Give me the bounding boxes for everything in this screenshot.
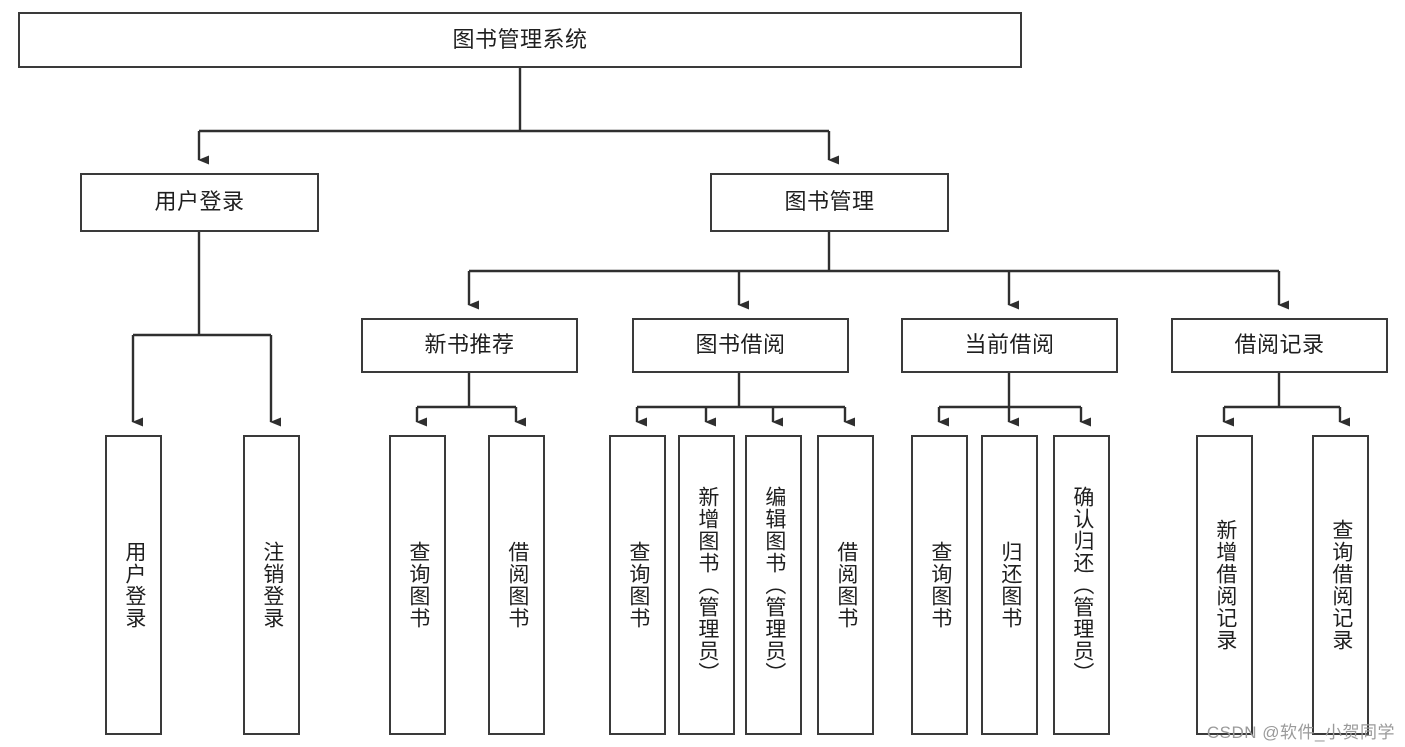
leaf-borrow-book-2-label: 借阅图书 — [834, 541, 858, 629]
leaf-user-login-label: 用户登录 — [122, 541, 146, 629]
leaf-user-logout[interactable]: 注销登录 — [243, 435, 300, 735]
node-book-borrow-label: 图书借阅 — [695, 332, 786, 358]
leaf-confirm-return[interactable]: 确认归还（管理员） — [1053, 435, 1110, 735]
node-book-manage-label: 图书管理 — [784, 189, 875, 215]
leaf-borrow-book-1[interactable]: 借阅图书 — [488, 435, 545, 735]
leaf-user-logout-label: 注销登录 — [260, 541, 284, 629]
leaf-borrow-book-1-label: 借阅图书 — [505, 541, 529, 629]
leaf-query-book-2-label: 查询图书 — [626, 541, 650, 629]
leaf-query-record-label: 查询借阅记录 — [1329, 519, 1353, 651]
node-new-book-recommend[interactable]: 新书推荐 — [361, 318, 578, 373]
leaf-query-book-1-label: 查询图书 — [406, 541, 430, 629]
leaf-edit-book[interactable]: 编辑图书（管理员） — [745, 435, 802, 735]
node-user-login-label: 用户登录 — [154, 189, 245, 215]
leaf-add-book[interactable]: 新增图书（管理员） — [678, 435, 735, 735]
node-current-borrow-label: 当前借阅 — [964, 332, 1055, 358]
leaf-add-record[interactable]: 新增借阅记录 — [1196, 435, 1253, 735]
leaf-add-record-label: 新增借阅记录 — [1213, 519, 1237, 651]
leaf-query-book-1[interactable]: 查询图书 — [389, 435, 446, 735]
node-book-borrow[interactable]: 图书借阅 — [632, 318, 849, 373]
leaf-query-book-3-label: 查询图书 — [928, 541, 952, 629]
node-new-book-recommend-label: 新书推荐 — [424, 332, 515, 358]
node-root[interactable]: 图书管理系统 — [18, 12, 1022, 68]
leaf-return-book[interactable]: 归还图书 — [981, 435, 1038, 735]
leaf-query-book-2[interactable]: 查询图书 — [609, 435, 666, 735]
node-book-manage[interactable]: 图书管理 — [710, 173, 949, 232]
leaf-add-book-label: 新增图书（管理员） — [695, 486, 719, 684]
csdn-watermark: CSDN @软件_小贺同学 — [1206, 723, 1395, 742]
leaf-user-login[interactable]: 用户登录 — [105, 435, 162, 735]
node-user-login[interactable]: 用户登录 — [80, 173, 319, 232]
leaf-return-book-label: 归还图书 — [998, 541, 1022, 629]
leaf-confirm-return-label: 确认归还（管理员） — [1070, 486, 1094, 684]
leaf-query-record[interactable]: 查询借阅记录 — [1312, 435, 1369, 735]
leaf-query-book-3[interactable]: 查询图书 — [911, 435, 968, 735]
node-borrow-record-label: 借阅记录 — [1234, 332, 1325, 358]
leaf-edit-book-label: 编辑图书（管理员） — [762, 486, 786, 684]
leaf-borrow-book-2[interactable]: 借阅图书 — [817, 435, 874, 735]
node-current-borrow[interactable]: 当前借阅 — [901, 318, 1118, 373]
node-borrow-record[interactable]: 借阅记录 — [1171, 318, 1388, 373]
node-root-label: 图书管理系统 — [452, 26, 588, 52]
